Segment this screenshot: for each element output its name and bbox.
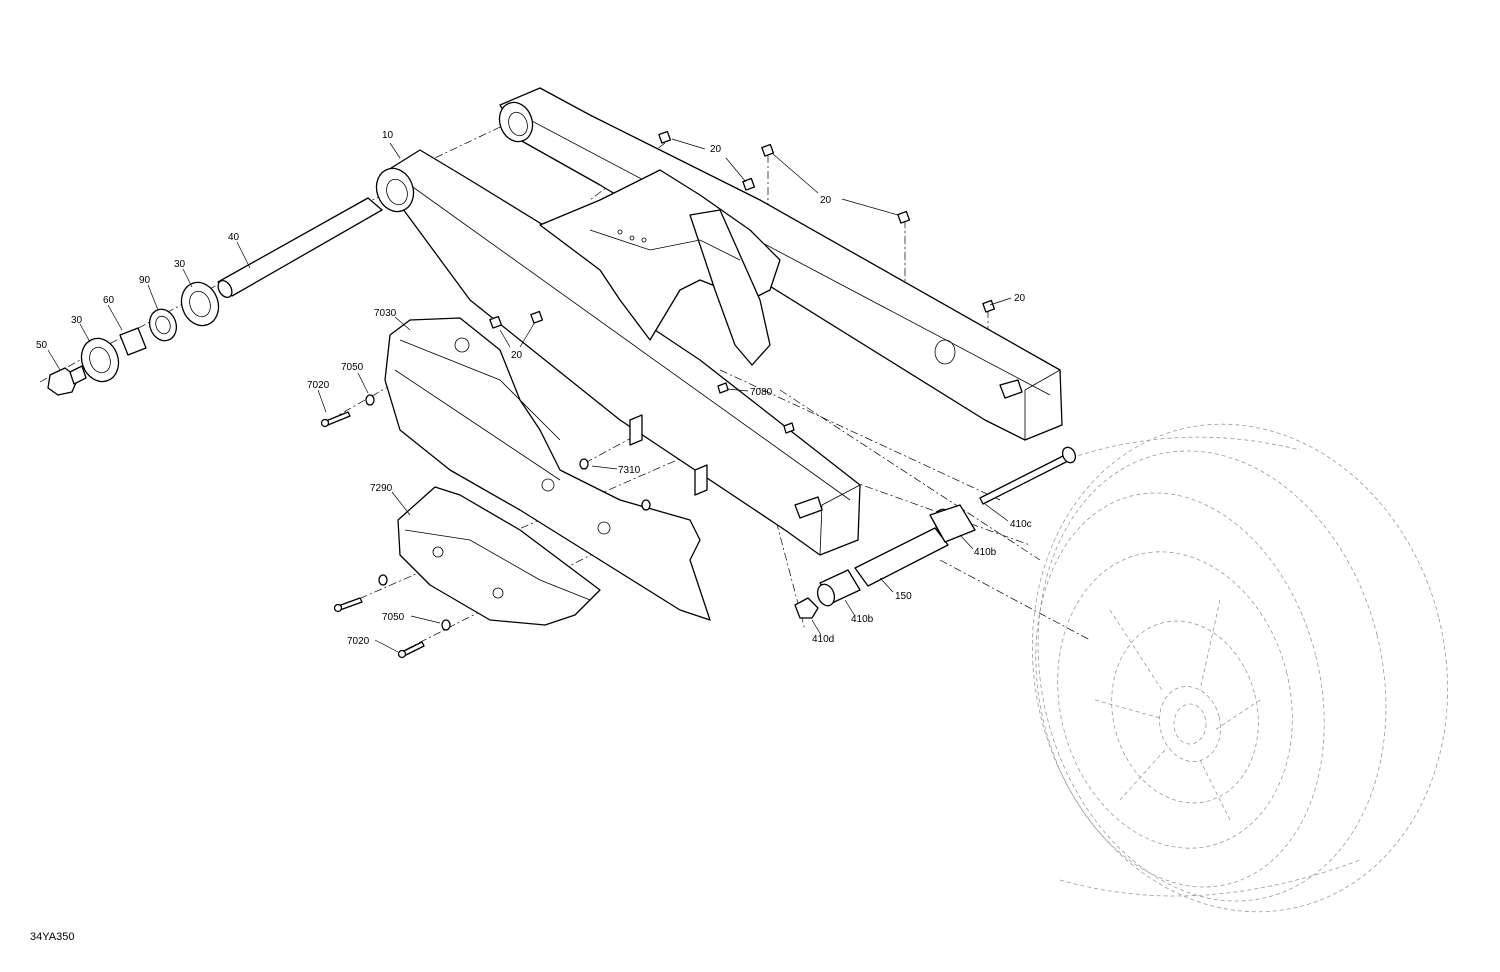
- callout-50: 50: [36, 340, 48, 351]
- callout-20: 20: [511, 350, 523, 361]
- callout-7050: 7050: [382, 612, 405, 623]
- callout-40: 40: [228, 232, 240, 243]
- callout-7050: 7050: [341, 362, 364, 373]
- callout-60: 60: [103, 295, 115, 306]
- callout-410b: 410b: [851, 614, 874, 625]
- leader-lines: [47, 138, 1012, 653]
- nuts-20: [489, 130, 996, 329]
- shock-bolt-assembly: [794, 446, 1077, 619]
- callout-410c: 410c: [1010, 519, 1032, 530]
- fasteners: [320, 382, 795, 659]
- lower-guard: [397, 486, 601, 626]
- pivot-shaft-assembly: [47, 197, 383, 396]
- callout-7020: 7020: [307, 380, 330, 391]
- callout-30: 30: [71, 315, 83, 326]
- callout-7080: 7080: [750, 387, 773, 398]
- callout-7290: 7290: [370, 483, 393, 494]
- callout-30: 30: [174, 259, 186, 270]
- callout-20: 20: [820, 195, 832, 206]
- callout-7020: 7020: [347, 636, 370, 647]
- diagram-reference-code: 34YA350: [30, 931, 74, 943]
- chain-guard: [384, 317, 711, 621]
- callout-90: 90: [139, 275, 151, 286]
- callout-410b: 410b: [974, 547, 997, 558]
- callout-20: 20: [710, 144, 722, 155]
- callout-20: 20: [1014, 293, 1026, 304]
- callout-150: 150: [895, 591, 912, 602]
- swing-arm: [375, 87, 1063, 556]
- callout-7310: 7310: [618, 465, 641, 476]
- callout-410d: 410d: [812, 634, 834, 645]
- rear-wheel-outline: [1031, 423, 1449, 913]
- callout-7030: 7030: [374, 308, 397, 319]
- callout-10: 10: [382, 130, 394, 141]
- callouts: 10 20 20 20 20 40 30 90 60 30 50 7030 70…: [36, 130, 1032, 647]
